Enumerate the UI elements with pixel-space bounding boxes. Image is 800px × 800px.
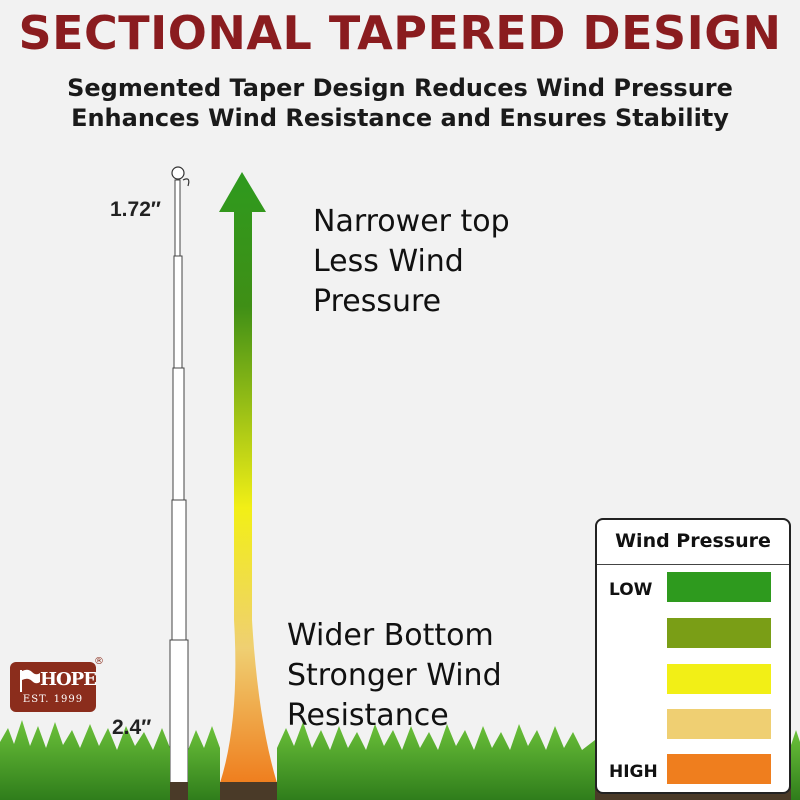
logo-est: EST. 1999 bbox=[22, 694, 84, 705]
top-callout-line: Less Wind bbox=[313, 244, 464, 279]
bottom-callout-line: Stronger Wind bbox=[287, 658, 502, 693]
wind-pressure-legend: Wind Pressure LOW HIGH bbox=[595, 518, 791, 794]
pole-hook bbox=[182, 178, 190, 187]
bottom-callout: Wider Bottom Stronger Wind Resistance bbox=[287, 616, 502, 736]
pole-finial bbox=[171, 166, 185, 180]
subtitle-line-2: Enhances Wind Resistance and Ensures Sta… bbox=[71, 104, 729, 132]
pole-section-1 bbox=[174, 179, 181, 257]
subtitle-line-1: Segmented Taper Design Reduces Wind Pres… bbox=[67, 74, 733, 102]
legend-high-label: HIGH bbox=[609, 762, 658, 782]
pole-section-4 bbox=[171, 499, 187, 641]
top-callout: Narrower top Less Wind Pressure bbox=[313, 202, 510, 322]
legend-low-label: LOW bbox=[609, 580, 653, 600]
top-callout-line: Narrower top bbox=[313, 204, 510, 239]
legend-swatch-medium-low bbox=[667, 618, 771, 648]
bottom-callout-line: Wider Bottom bbox=[287, 618, 494, 653]
bottom-diameter-label: 2.4′′ bbox=[112, 716, 152, 739]
bottom-callout-line: Resistance bbox=[287, 698, 449, 733]
legend-swatch-low bbox=[667, 572, 771, 602]
registered-mark: ® bbox=[94, 656, 104, 667]
legend-title: Wind Pressure bbox=[615, 530, 771, 552]
legend-swatch-high bbox=[667, 754, 771, 784]
legend-swatch-medium-high bbox=[667, 709, 771, 739]
brand-logo: HOPE EST. 1999 bbox=[10, 662, 97, 712]
flag-icon bbox=[20, 669, 40, 692]
legend-divider bbox=[597, 564, 789, 565]
grass bbox=[0, 720, 800, 800]
top-callout-line: Pressure bbox=[313, 284, 442, 319]
page-title: SECTIONAL TAPERED DESIGN bbox=[18, 6, 782, 60]
pole-section-5 bbox=[169, 639, 189, 785]
pole-section-2 bbox=[173, 255, 183, 369]
logo-name: HOPE bbox=[40, 669, 97, 690]
pole-section-3 bbox=[172, 367, 185, 501]
legend-swatch-medium bbox=[667, 664, 771, 694]
wind-pressure-arrow bbox=[219, 172, 277, 783]
top-diameter-label: 1.72′′ bbox=[110, 198, 161, 221]
